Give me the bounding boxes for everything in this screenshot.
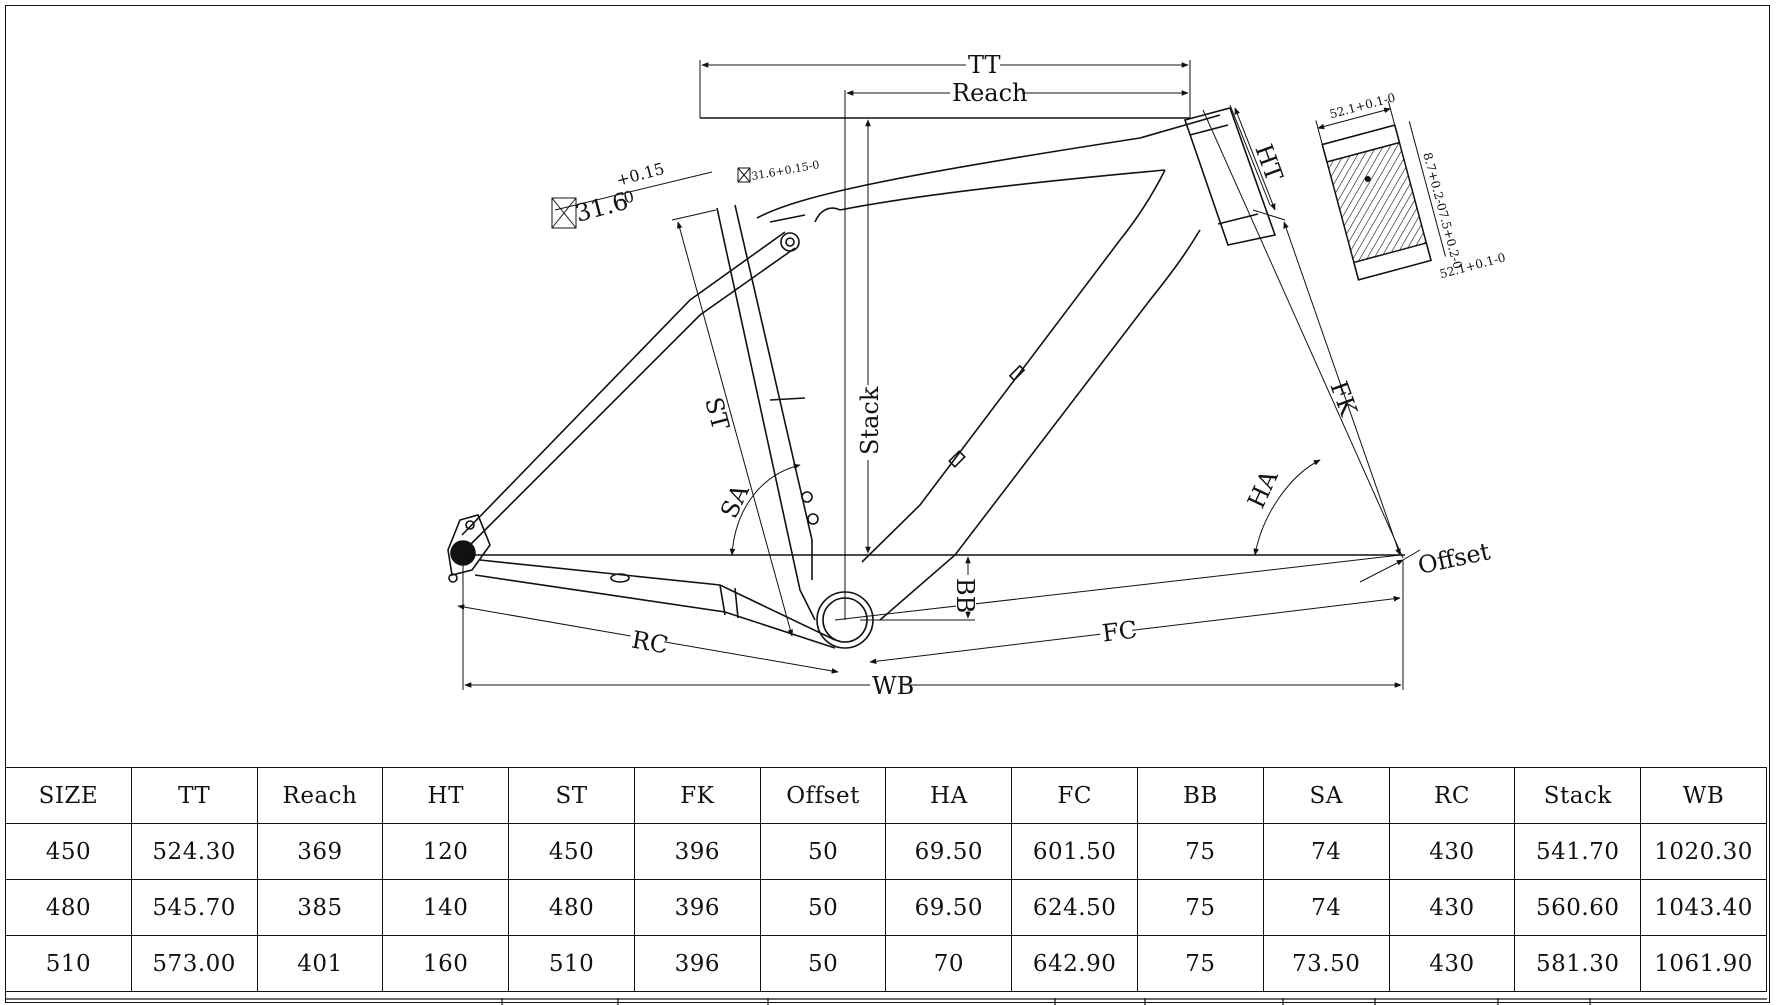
table-cell: 73.50 [1262,935,1390,992]
table-cell: 396 [633,879,761,936]
table-cell: 50 [759,935,887,992]
table-cell: 450 [508,823,635,880]
table-cell: 573.00 [130,935,258,992]
label-sa: SA [715,479,755,522]
table-header-cell: FC [1011,767,1139,824]
table-row: 480 545.70 385 140 480 396 50 69.50 624.… [5,879,1767,936]
table-cell: 581.30 [1514,935,1642,992]
table-cell: 541.70 [1514,823,1642,880]
table-cell: 1020.30 [1640,823,1767,880]
table-header-cell: BB [1137,767,1264,824]
label-offset: Offset [1415,537,1492,580]
table-header-row: SIZE TT Reach HT ST FK Offset HA FC BB S… [5,767,1767,824]
table-cell: 1043.40 [1640,879,1767,936]
table-cell: 385 [256,879,384,936]
table-cell: 1061.90 [1640,935,1767,992]
frame-geometry-drawing: 52.1+0.1-0 8.7+0.2-0 7.5+0.2-0 52.1+0.1-… [447,51,1507,700]
table-row: 510 573.00 401 160 510 396 50 70 642.90 … [5,935,1767,992]
table-header-cell: HA [885,767,1013,824]
table-cell: 524.30 [130,823,258,880]
table-cell: 74 [1262,823,1390,880]
headset-upper-depth: 8.7+0.2-0 [1420,151,1449,213]
table-header-cell: SIZE [5,767,132,824]
table-cell: 560.60 [1514,879,1642,936]
table-header-cell: WB [1640,767,1767,824]
table-cell: 75 [1137,879,1264,936]
table-cell: 450 [5,823,132,880]
table-cell: 430 [1388,879,1516,936]
table-cell: 74 [1262,879,1390,936]
table-cell: 430 [1388,823,1516,880]
table-header-cell: FK [633,767,761,824]
table-cell: 396 [633,935,761,992]
label-stack: Stack [856,386,884,455]
table-cell: 160 [382,935,510,992]
table-cell: 545.70 [130,879,258,936]
label-reach: Reach [952,79,1027,107]
frame-outline [447,107,1277,649]
table-cell: 140 [382,879,510,936]
table-cell: 75 [1137,935,1264,992]
table-header-cell: TT [130,767,258,824]
table-cell: 120 [382,823,510,880]
table-cell: 642.90 [1011,935,1139,992]
table-cell: 70 [885,935,1013,992]
drawing-sheet [5,5,1770,1003]
seatpost-diameter-small-callout: 31.6+0.15-0 [750,158,820,183]
table-cell: 75 [1137,823,1264,880]
label-wb: WB [872,672,914,700]
table-header-cell: SA [1262,767,1390,824]
label-bb: BB [951,578,979,613]
table-cell: 396 [633,823,761,880]
label-st: ST [699,394,734,433]
table-cell: 50 [759,823,887,880]
dimension-lines [457,60,1421,690]
table-header-cell: Stack [1514,767,1642,824]
table-header-cell: Offset [759,767,887,824]
table-cell: 369 [256,823,384,880]
table-cell: 430 [1388,935,1516,992]
geometry-table: SIZE TT Reach HT ST FK Offset HA FC BB S… [5,767,1767,992]
table-cell: 50 [759,879,887,936]
table-header-cell: HT [382,767,510,824]
table-cell: 510 [5,935,132,992]
table-header-cell: ST [508,767,635,824]
table-cell: 69.50 [885,823,1013,880]
label-ha: HA [1242,465,1284,512]
table-cell: 69.50 [885,879,1013,936]
table-cell: 480 [5,879,132,936]
table-cell: 480 [508,879,635,936]
table-cell: 624.50 [1011,879,1139,936]
table-cell: 401 [256,935,384,992]
seatpost-diameter-lower-tol: -0 [616,186,636,208]
label-fc: FC [1101,616,1139,648]
table-cell: 510 [508,935,635,992]
label-fk: FK [1324,377,1363,420]
headset-cup-detail: 52.1+0.1-0 8.7+0.2-0 7.5+0.2-0 52.1+0.1-… [1315,90,1507,281]
table-header-cell: Reach [256,767,384,824]
table-row: 450 524.30 369 120 450 396 50 69.50 601.… [5,823,1767,880]
label-tt: TT [968,51,1000,79]
table-cell: 601.50 [1011,823,1139,880]
partial-title-block [5,998,1767,1005]
label-rc: RC [630,626,671,660]
table-header-cell: RC [1388,767,1516,824]
